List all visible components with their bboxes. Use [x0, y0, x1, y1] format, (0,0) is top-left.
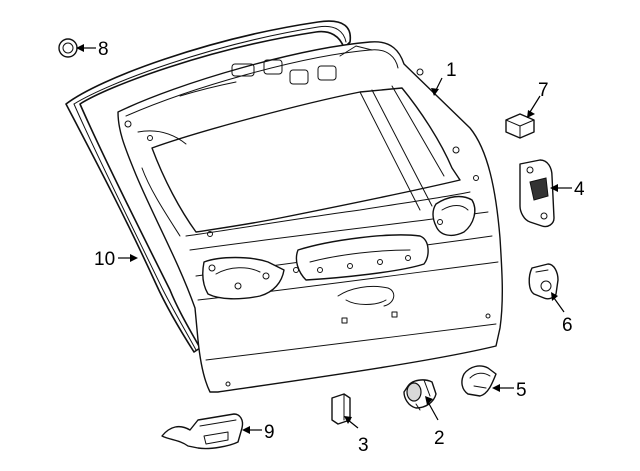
- callout-5: 5: [492, 380, 527, 401]
- callout-label: 2: [434, 428, 445, 449]
- callout-label: 9: [264, 422, 275, 443]
- callout-label: 5: [516, 380, 527, 401]
- part-7-cap: [505, 113, 535, 139]
- part-5-bracket: [461, 365, 497, 397]
- callout-1: 1: [431, 60, 457, 96]
- callout-label: 10: [94, 249, 115, 270]
- liftgate-panel: [117, 41, 504, 393]
- callout-7: 7: [527, 80, 549, 118]
- part-6-switch: [528, 263, 559, 300]
- part-9-bracket: [161, 413, 244, 450]
- callout-9: 9: [242, 422, 275, 443]
- callout-10: 10: [94, 249, 138, 270]
- part-4-striker: [519, 159, 555, 228]
- callout-label: 3: [358, 435, 369, 456]
- callout-label: 1: [446, 60, 457, 81]
- callout-label: 7: [538, 80, 549, 101]
- callout-2: 2: [425, 396, 445, 449]
- callout-3: 3: [344, 416, 369, 456]
- callout-8: 8: [76, 39, 109, 60]
- callout-6: 6: [551, 292, 573, 336]
- part-8-grommet: [58, 38, 78, 58]
- callout-label: 4: [574, 179, 585, 200]
- callout-label: 6: [562, 315, 573, 336]
- weatherstrip-seal: [65, 20, 352, 353]
- callout-4: 4: [550, 179, 585, 200]
- part-2-bumper: [403, 379, 437, 411]
- callout-label: 8: [98, 39, 109, 60]
